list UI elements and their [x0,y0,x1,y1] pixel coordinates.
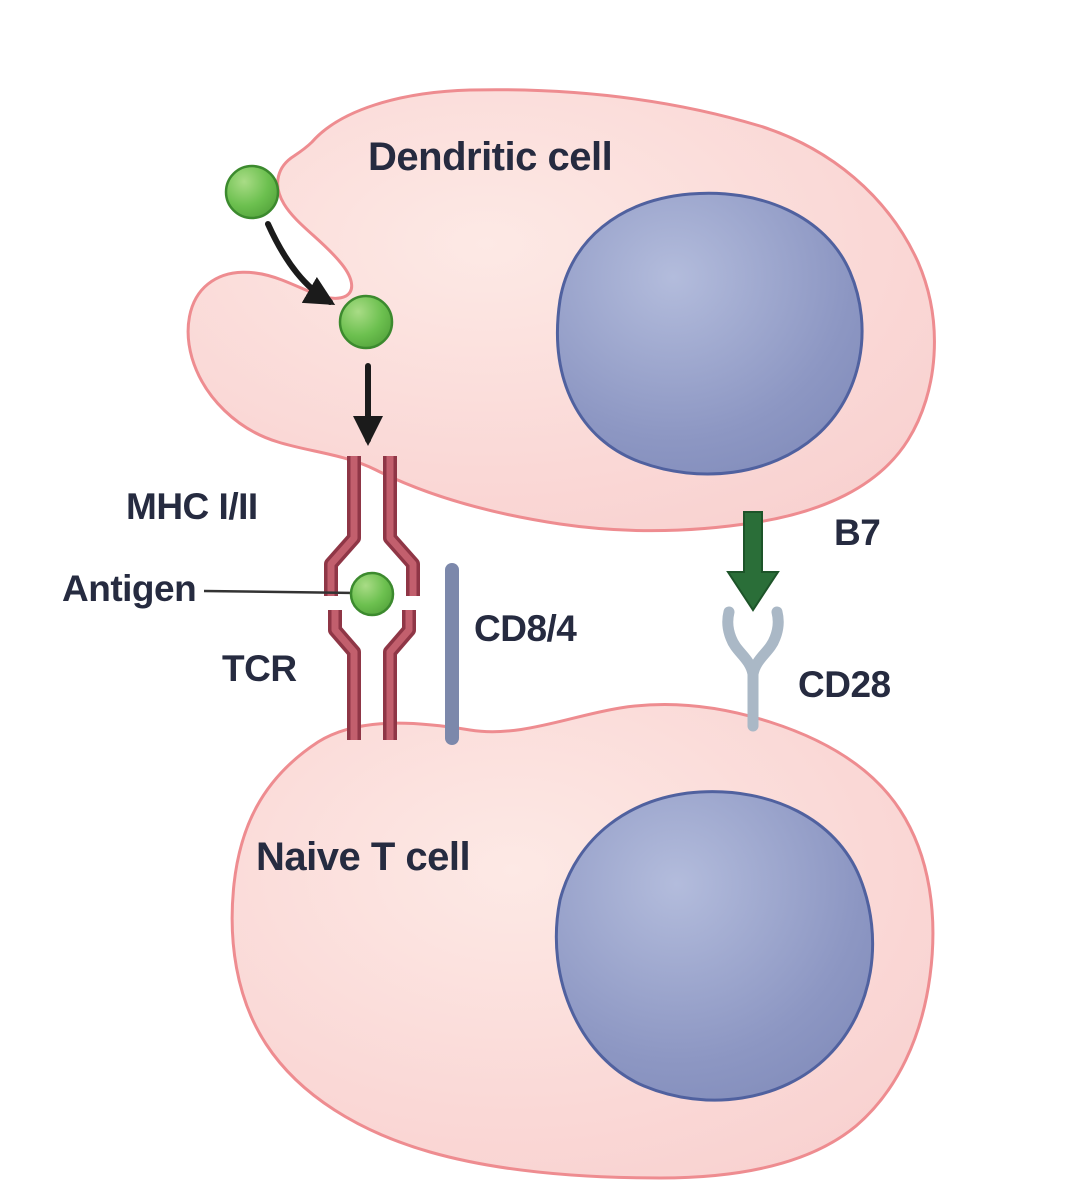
label-dendritic-cell: Dendritic cell [368,135,613,179]
label-cd8-4: CD8/4 [474,608,577,649]
label-antigen: Antigen [62,568,197,609]
uptake-arrow-curved [265,221,336,306]
label-naive-t-cell: Naive T cell [256,835,471,879]
antigen-bound-to-mhc [349,571,395,617]
tcr-receptor [328,610,416,740]
cd28-receptor [722,606,784,732]
b7-arrow [726,511,780,612]
naive-t-cell-nucleus [554,790,875,1102]
label-cd28: CD28 [798,664,891,705]
label-mhc: MHC I/II [126,486,258,527]
antigen-pointer-line [203,589,357,595]
antigen-particle-free [224,164,280,220]
antigen-particle-internalized [338,294,394,350]
label-tcr: TCR [222,648,297,689]
dendritic-cell-nucleus [556,191,864,476]
label-b7: B7 [834,512,881,553]
mhc-complex [324,456,420,596]
